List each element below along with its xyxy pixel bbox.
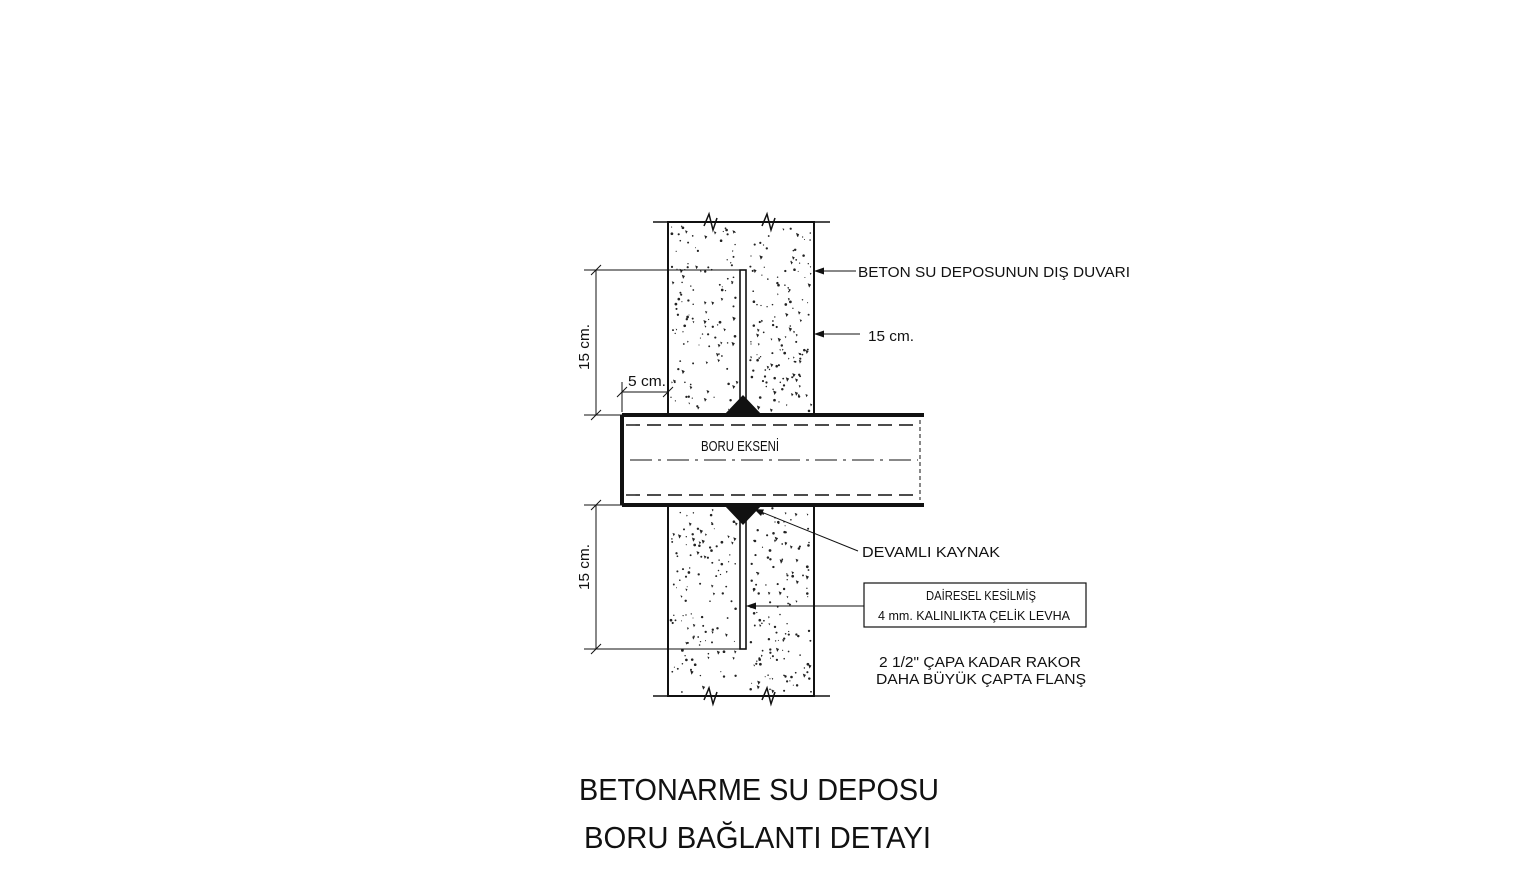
weld-bead — [724, 395, 762, 525]
dimension-projection — [616, 382, 674, 412]
title-line1: BETONARME SU DEPOSU — [579, 772, 939, 807]
pipe-axis-label: BORU EKSENİ — [701, 437, 779, 455]
plate-label-line2: 4 mm. KALINLIKTA ÇELİK LEVHA — [878, 609, 1071, 623]
upper-dimension-label: 15 cm. — [576, 324, 593, 370]
lower-dimension-label: 15 cm. — [576, 544, 593, 590]
weld-label: DEVAMLI KAYNAK — [862, 544, 1000, 561]
plate-label-line1: DAİRESEL KESİLMİŞ — [926, 589, 1036, 603]
dimension-upper — [584, 264, 742, 421]
leader-arrows — [746, 267, 824, 610]
leader-lines — [746, 270, 864, 607]
wall-thickness-label: 15 cm. — [868, 328, 914, 345]
plate-label-box — [863, 582, 1087, 628]
dimension-lower — [584, 499, 742, 655]
note-line1: 2 1/2" ÇAPA KADAR RAKOR — [879, 654, 1081, 671]
break-line-top — [653, 211, 830, 233]
outer-wall-label: BETON SU DEPOSUNUN DIŞ DUVARI — [858, 264, 1130, 281]
pipe-projection-label: 5 cm. — [628, 373, 666, 390]
pipe — [620, 413, 924, 507]
note-line2: DAHA BÜYÜK ÇAPTA FLANŞ — [876, 670, 1086, 688]
title-line2: BORU BAĞLANTI DETAYI — [584, 820, 931, 855]
break-line-bottom — [653, 685, 830, 707]
